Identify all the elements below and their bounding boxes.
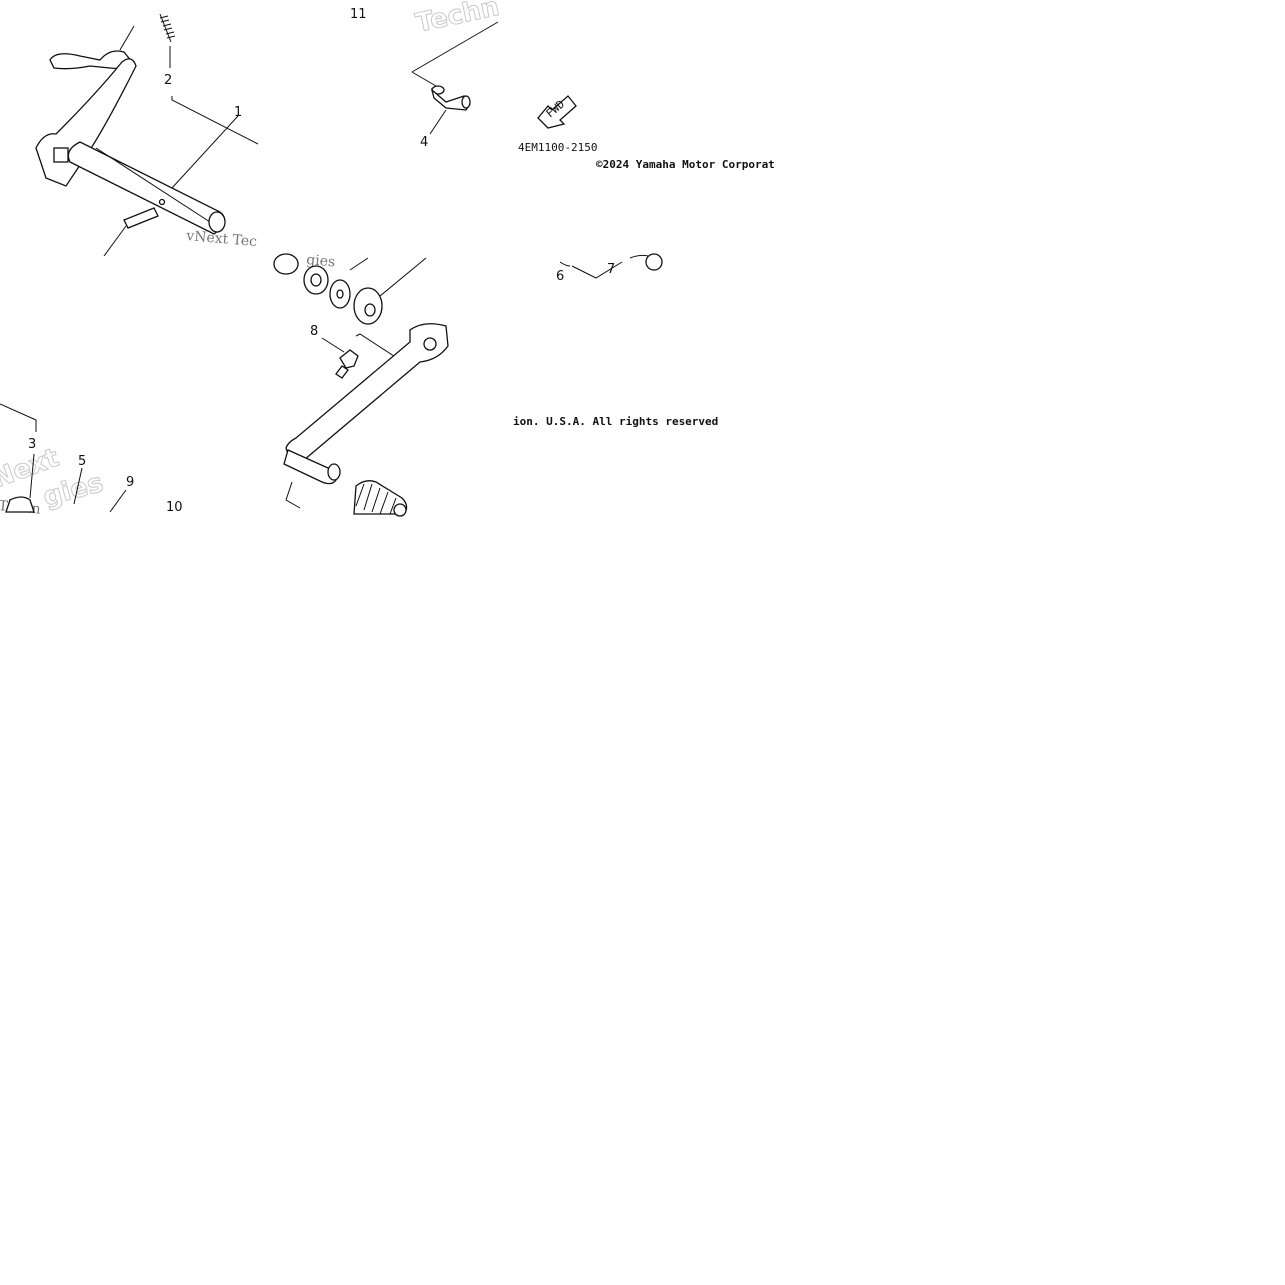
spring-part-2 [159, 13, 176, 68]
callout-5: 5 [78, 454, 86, 469]
forward-arrow-icon: FWD [537, 95, 577, 129]
part-6-7-fragment [559, 253, 663, 279]
shift-pedal [283, 323, 449, 509]
watermark-techn-top: Techn [413, 0, 502, 39]
left-parts-fragment [0, 403, 127, 513]
shift-shaft-part-1 [35, 50, 226, 235]
bolt-part-4 [411, 21, 499, 135]
callout-10: 10 [166, 500, 183, 515]
callout-9: 9 [126, 475, 134, 490]
bolt-part-8 [321, 333, 401, 379]
callout-6: 6 [556, 269, 564, 284]
callout-8: 8 [310, 324, 318, 339]
watermark-vnext-mid: vNext Tec [185, 228, 258, 250]
copyright-line-2: ion. U.S.A. All rights reserved [513, 415, 718, 428]
callout-4: 4 [420, 135, 428, 150]
callout-7: 7 [607, 262, 615, 277]
diagram-code: 4EM1100-2150 [518, 141, 597, 154]
copyright-line-1: ©2024 Yamaha Motor Corporat [596, 158, 775, 171]
callout-1: 1 [234, 105, 242, 120]
bushing-group [273, 253, 427, 325]
callout-11: 11 [350, 7, 367, 22]
callout-3: 3 [28, 437, 36, 452]
callout-2: 2 [164, 73, 172, 88]
pedal-rubber [353, 480, 408, 517]
